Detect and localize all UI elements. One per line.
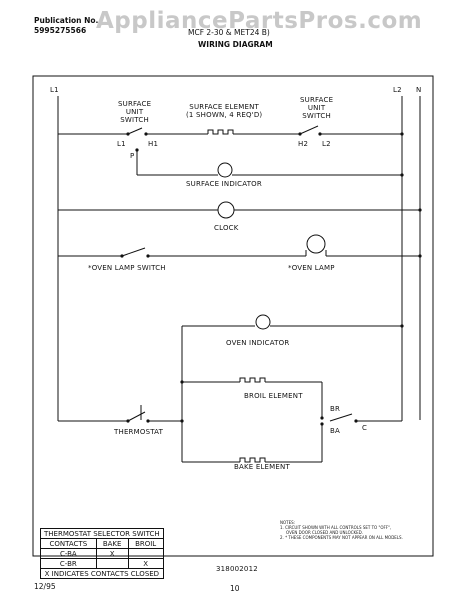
oven-indicator-label: OVEN INDICATOR <box>226 339 290 347</box>
table-header: BAKE <box>95 538 129 549</box>
surface-indicator-label: SURFACE INDICATOR <box>186 180 262 188</box>
terminal-br: BR <box>330 405 341 413</box>
terminal-l1: L1 <box>117 140 126 148</box>
notes-block: NOTES: 1. CIRCUIT SHOWN WITH ALL CONTROL… <box>280 520 403 540</box>
selector-table-title: THERMOSTAT SELECTOR SWITCH <box>40 528 164 539</box>
bake-element-label: BAKE ELEMENT <box>234 463 290 471</box>
selector-table-footer: X INDICATES CONTACTS CLOSED <box>40 568 164 579</box>
page-number: 10 <box>230 584 240 593</box>
oven-indicator-lamp <box>255 314 271 330</box>
thermostat-selector-table: THERMOSTAT SELECTOR SWITCH CONTACTS BAKE… <box>40 528 164 579</box>
terminal-h1: H1 <box>148 140 159 148</box>
broil-element-symbol <box>239 377 266 383</box>
date-code: 12/95 <box>34 582 56 591</box>
clock-symbol <box>217 201 235 219</box>
publication-number: 5995275566 <box>34 26 87 35</box>
publication-label: Publication No. <box>34 16 99 25</box>
part-number: 318002012 <box>216 565 258 573</box>
table-row: C-BR X <box>40 558 164 569</box>
thermostat-label: THERMOSTAT <box>114 428 164 436</box>
oven-lamp-switch-blade <box>121 247 146 257</box>
notes-line: OVEN DOOR CLOSED AND UNLOCKED. <box>286 530 364 535</box>
neutral-label: N <box>416 86 422 94</box>
oven-lamp-switch-label: *OVEN LAMP SWITCH <box>88 264 166 272</box>
watermark: AppliancePartsPros.com <box>96 8 423 34</box>
notes-line: 1. CIRCUIT SHOWN WITH ALL CONTROLS SET T… <box>280 525 392 530</box>
diagram-frame <box>32 75 434 557</box>
table-header: CONTACTS <box>40 538 97 549</box>
table-header: BROIL <box>127 538 164 549</box>
terminal-l2: L2 <box>322 140 331 148</box>
oven-lamp-label: *OVEN LAMP <box>288 264 335 272</box>
terminal-c: C <box>362 424 368 432</box>
broil-element-label: BROIL ELEMENT <box>244 392 303 400</box>
terminal-ba: BA <box>330 427 340 435</box>
model-text: MCF 2-30 & MET24 B) <box>188 28 270 37</box>
right-switch-blade <box>299 125 319 135</box>
notes-title: NOTES: <box>280 520 295 525</box>
notes-line: 2. * THESE COMPONENTS MAY NOT APPEAR ON … <box>280 535 403 540</box>
table-row: C-BA X <box>40 548 164 559</box>
terminal-h2: H2 <box>298 140 309 148</box>
surface-element-label: SURFACE ELEMENT (1 SHOWN, 4 REQ'D) <box>186 103 263 119</box>
surface-switch-right-label: SURFACE UNIT SWITCH <box>300 96 334 120</box>
l1-label: L1 <box>50 86 59 94</box>
surface-element-symbol <box>207 129 234 135</box>
oven-lamp-symbol <box>306 234 326 254</box>
thermostat-switch-blade <box>127 411 146 422</box>
clock-label: CLOCK <box>214 224 239 232</box>
bake-element-symbol <box>239 457 266 463</box>
l2-label: L2 <box>393 86 402 94</box>
terminal-p: P <box>130 152 135 160</box>
surface-indicator-lamp <box>217 162 233 178</box>
left-switch-blade <box>127 127 143 135</box>
surface-switch-left-label: SURFACE UNIT SWITCH <box>118 100 152 124</box>
wiring-diagram-title: WIRING DIAGRAM <box>198 40 273 49</box>
